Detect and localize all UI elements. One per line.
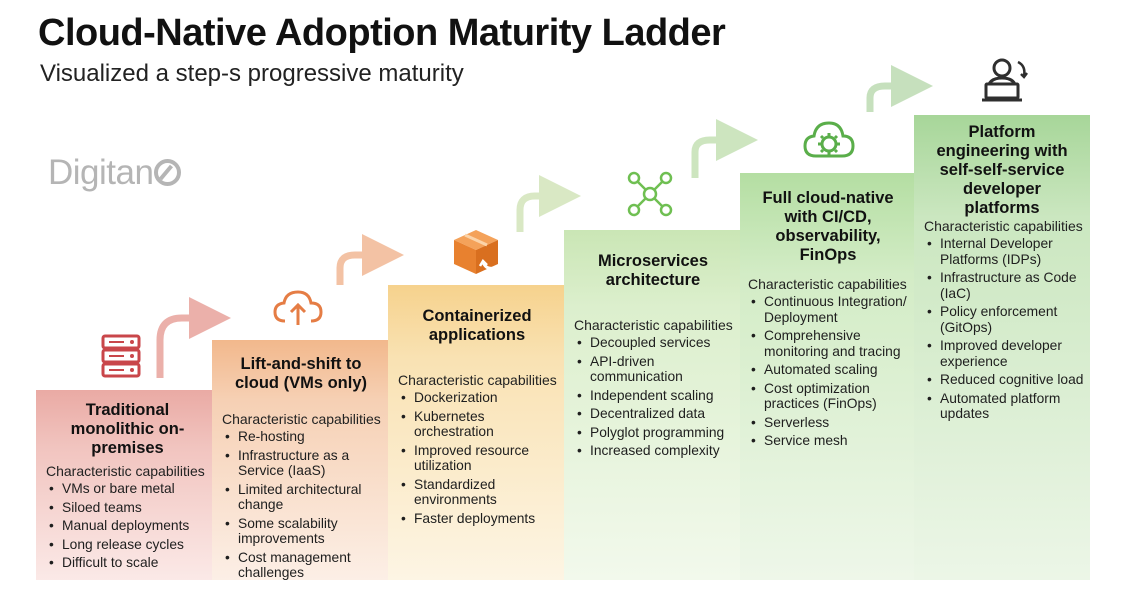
list-item: Cost management challenges <box>224 550 386 581</box>
step-microservices: Microservices architecture Characteristi… <box>564 230 742 580</box>
list-item: Increased complexity <box>576 443 738 459</box>
capabilities-list: Continuous Integration/ Deployment Compr… <box>740 294 916 449</box>
list-item: Serverless <box>750 415 912 431</box>
list-item: Difficult to scale <box>48 555 215 571</box>
step-title: Microservices architecture <box>597 252 709 289</box>
list-item: Independent scaling <box>576 388 738 404</box>
capabilities-list: VMs or bare metal Siloed teams Manual de… <box>36 481 219 571</box>
list-item: Dockerization <box>400 390 562 406</box>
list-item: Cost optimization practices (FinOps) <box>750 381 912 412</box>
list-item: Siloed teams <box>48 500 215 516</box>
arrow-5-to-6 <box>866 65 933 112</box>
list-item: Continuous Integration/ Deployment <box>750 294 912 325</box>
cloud-upload-icon <box>273 290 323 325</box>
capabilities-label: Characteristic capabilities <box>924 218 1083 234</box>
list-item: Automated scaling <box>750 362 912 378</box>
list-item: Polyglot programming <box>576 425 738 441</box>
list-item: Kubernetes orchestration <box>400 409 562 440</box>
server-rack-icon <box>101 334 141 378</box>
step-title: Lift-and-shift to cloud (VMs only) <box>235 355 367 392</box>
arrow-1-to-2 <box>156 297 231 378</box>
list-item: Comprehensive monitoring and tracing <box>750 328 912 359</box>
list-item: Long release cycles <box>48 537 215 553</box>
container-box-icon <box>454 230 498 274</box>
step-title: Full cloud-native with CI/CD, observabil… <box>762 189 894 264</box>
list-item: Re-hosting <box>224 429 386 445</box>
step-lift-and-shift: Lift-and-shift to cloud (VMs only) Chara… <box>212 340 390 580</box>
capabilities-list: Internal Developer Platforms (IDPs) Infr… <box>914 236 1090 422</box>
step-traditional-monolithic: Traditional monolithic on-premises Chara… <box>36 390 219 580</box>
list-item: Faster deployments <box>400 511 562 527</box>
brand-logo-text: Digitan <box>48 153 154 192</box>
capabilities-list: Re-hosting Infrastructure as a Service (… <box>212 429 390 581</box>
developer-laptop-icon <box>982 58 1028 102</box>
step-title: Containerized applications <box>422 307 532 344</box>
arrow-4-to-5 <box>691 119 758 178</box>
list-item: Infrastructure as Code (IaC) <box>926 270 1086 301</box>
capabilities-label: Characteristic capabilities <box>222 411 381 427</box>
cloud-gear-icon <box>803 121 855 158</box>
capabilities-label: Characteristic capabilities <box>398 372 557 388</box>
page-subtitle: Visualized a step-s progressive maturity <box>40 60 464 87</box>
brand-logo: Digitan <box>48 153 182 193</box>
list-item: Manual deployments <box>48 518 215 534</box>
list-item: Limited architectural change <box>224 482 386 513</box>
network-nodes-icon <box>627 171 673 217</box>
list-item: Standardized environments <box>400 477 562 508</box>
page-title: Cloud-Native Adoption Maturity Ladder <box>38 12 726 54</box>
step-full-cloud-native: Full cloud-native with CI/CD, observabil… <box>740 173 916 580</box>
list-item: Automated platform updates <box>926 391 1086 422</box>
list-item: Some scalability improvements <box>224 516 386 547</box>
arrow-2-to-3 <box>336 234 404 285</box>
list-item: Improved developer experience <box>926 338 1086 369</box>
list-item: Decentralized data <box>576 406 738 422</box>
brand-logo-mark-icon <box>154 159 182 186</box>
capabilities-label: Characteristic capabilities <box>748 276 907 292</box>
step-platform-engineering: Platform engineering with self-self-serv… <box>914 115 1090 580</box>
capabilities-label: Characteristic capabilities <box>574 317 733 333</box>
list-item: Internal Developer Platforms (IDPs) <box>926 236 1086 267</box>
list-item: Decoupled services <box>576 335 738 351</box>
list-item: Service mesh <box>750 433 912 449</box>
list-item: VMs or bare metal <box>48 481 215 497</box>
arrow-3-to-4 <box>516 175 581 232</box>
step-containerized: Containerized applications Characteristi… <box>388 285 566 580</box>
capabilities-label: Characteristic capabilities <box>46 463 205 479</box>
list-item: Reduced cognitive load <box>926 372 1086 388</box>
list-item: Improved resource utilization <box>400 443 562 474</box>
capabilities-list: Decoupled services API-driven communicat… <box>564 335 742 459</box>
list-item: API-driven communication <box>576 354 738 385</box>
step-title: Traditional monolithic on-premises <box>70 400 185 457</box>
list-item: Infrastructure as a Service (IaaS) <box>224 448 386 479</box>
capabilities-list: Dockerization Kubernetes orchestration I… <box>388 390 566 526</box>
list-item: Policy enforcement (GitOps) <box>926 304 1086 335</box>
step-title: Platform engineering with self-self-serv… <box>936 122 1068 217</box>
